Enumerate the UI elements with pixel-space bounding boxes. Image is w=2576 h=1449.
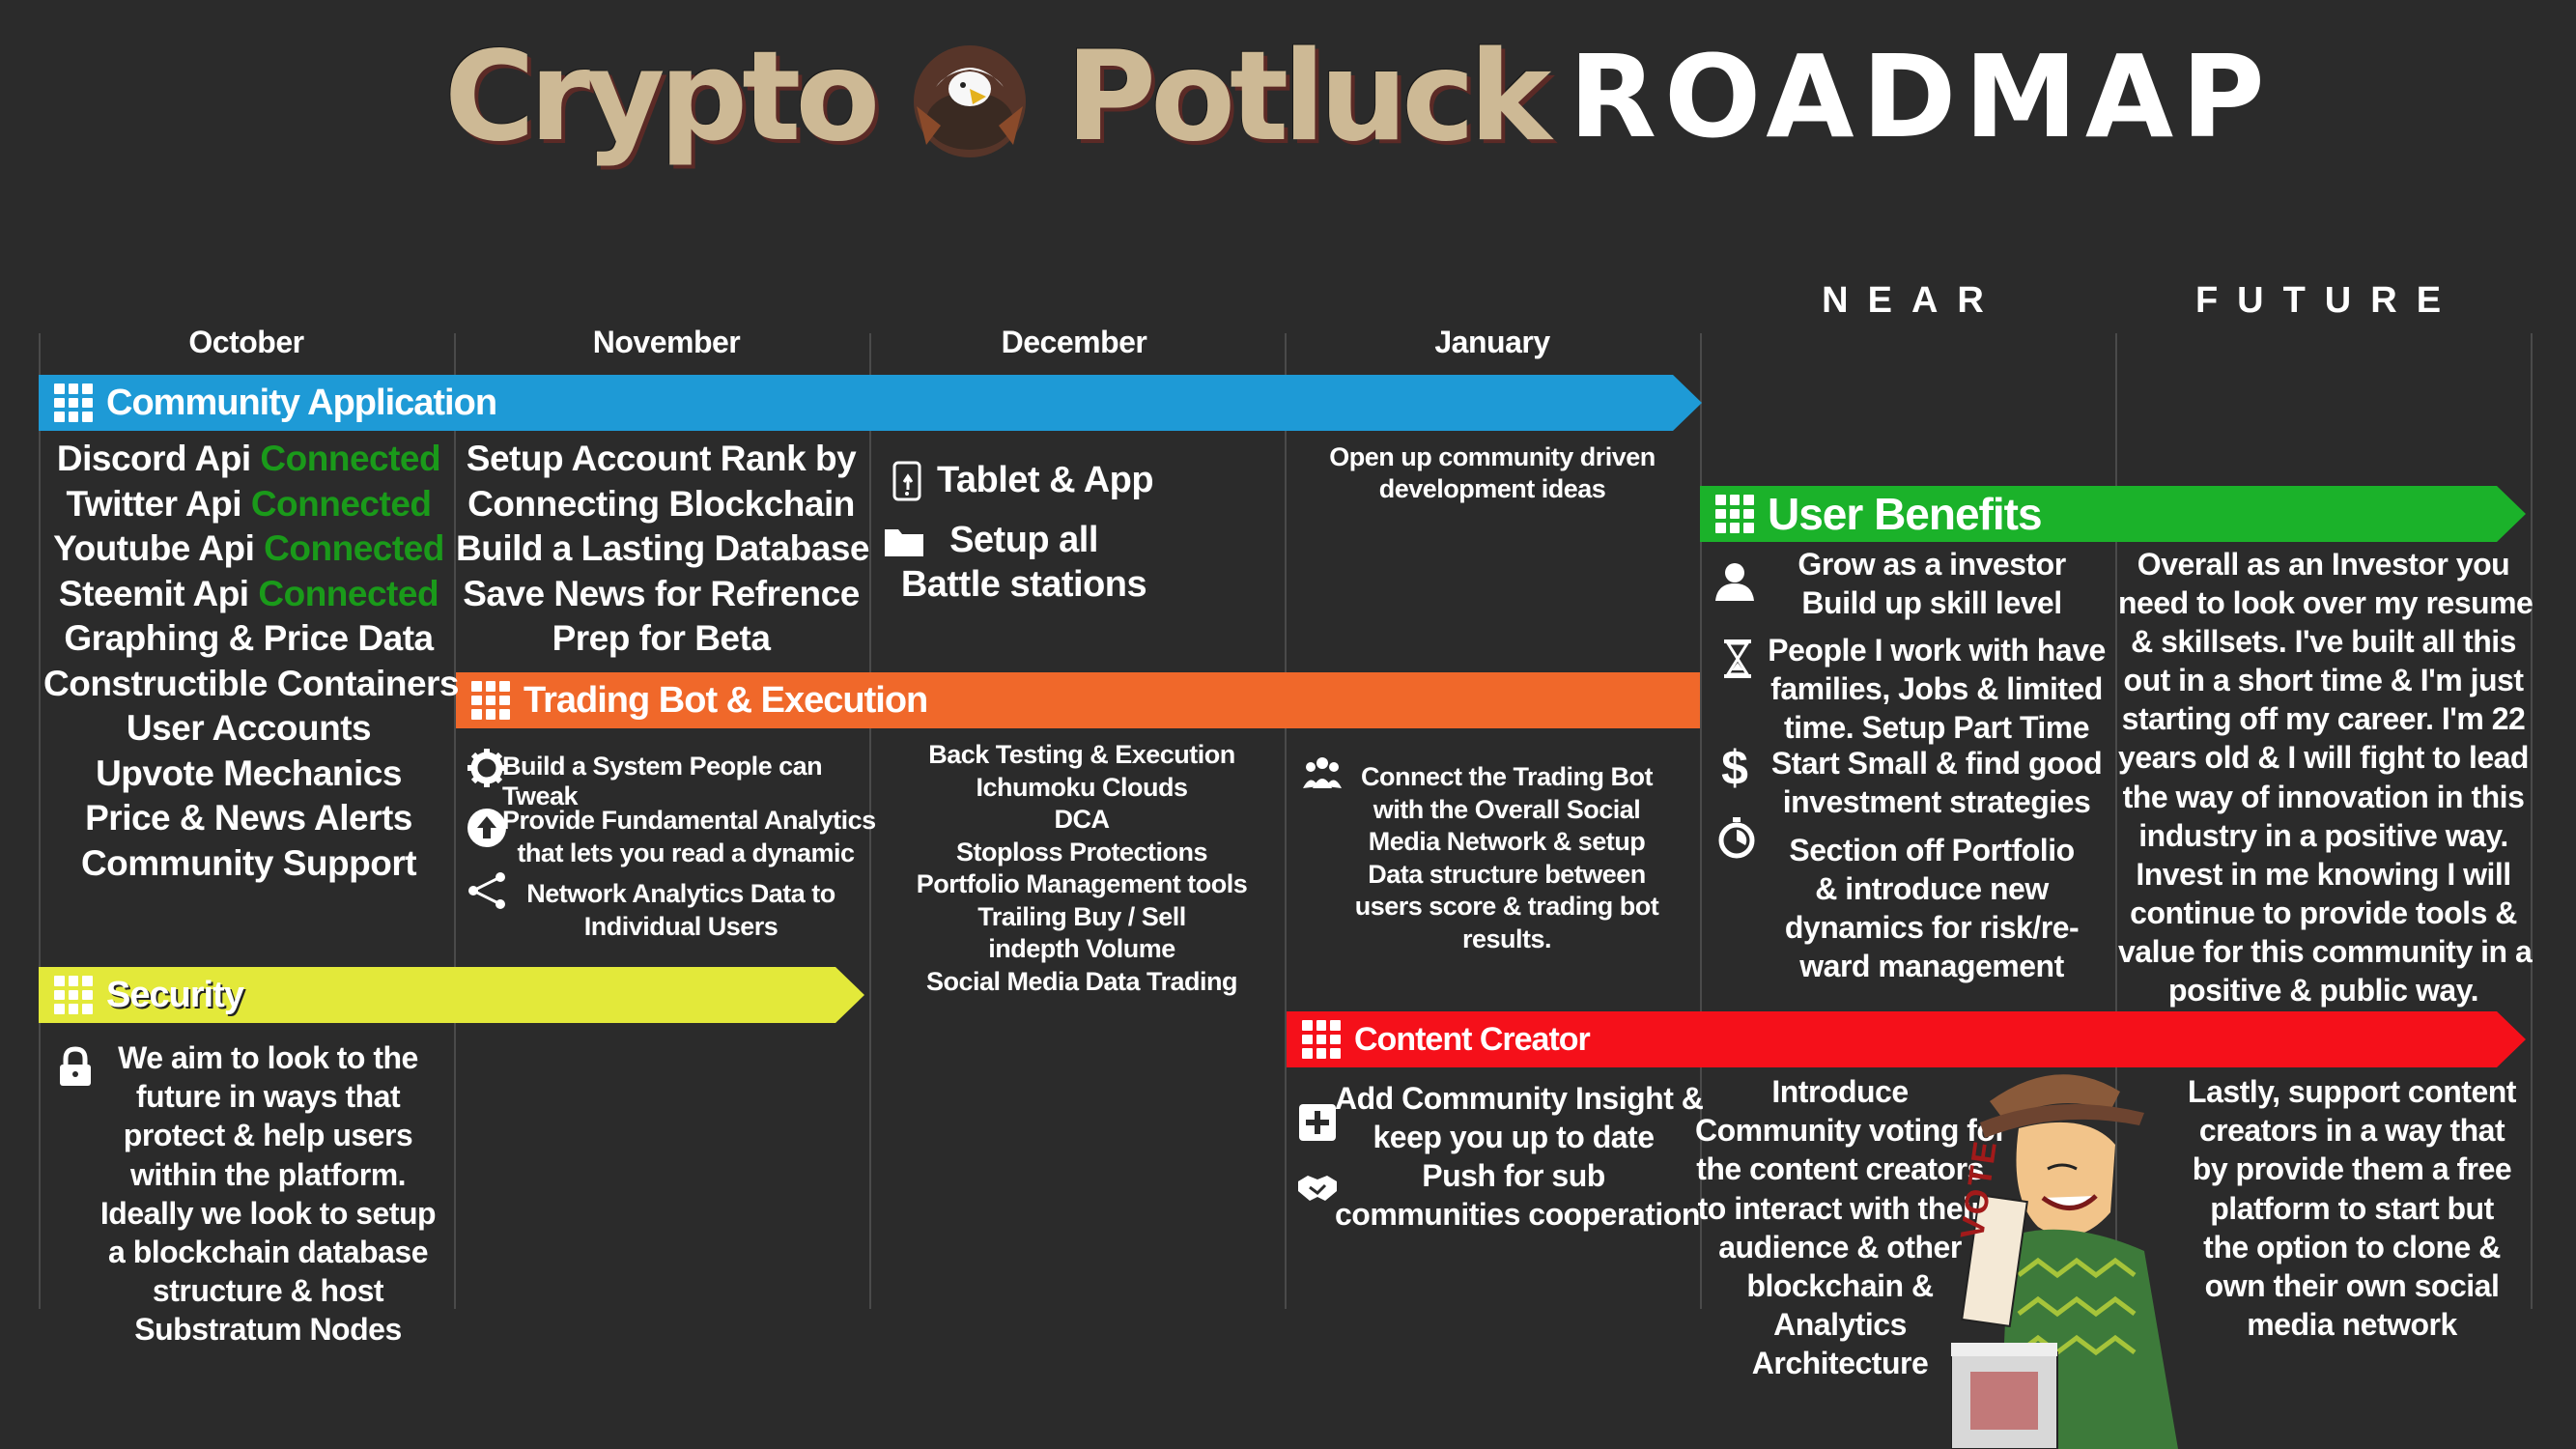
title-crypto: Crypto (444, 24, 880, 169)
trading-item: Network Analytics Data to Individual Use… (526, 879, 835, 941)
october-items: Discord Api Connected Twitter Api Connec… (43, 437, 460, 886)
grid-icon (471, 681, 510, 720)
benefit-item: People I work with have families, Jobs &… (1768, 633, 2106, 745)
grid-icon (1715, 495, 1754, 533)
stopwatch-icon (1718, 817, 1755, 859)
roadmap-title: Crypto Potluck ROADMAP (444, 25, 2273, 169)
grid-divider (2115, 333, 2117, 1309)
list-item: Back Testing & Execution (928, 740, 1235, 769)
banner-arrow-shape (456, 672, 1700, 728)
benefit-item: Grow as a investor Build up skill level (1798, 547, 2066, 620)
security-text: We aim to look to the future in ways tha… (99, 1040, 437, 1348)
banner-trading-bot: Trading Bot & Execution (456, 672, 1700, 728)
api-item: Youtube Api Connected (53, 528, 444, 568)
november-items: Setup Account Rank by Connecting Blockch… (456, 437, 870, 662)
content-creator-future: Lastly, support content creators in a wa… (2188, 1074, 2516, 1343)
vote-man-illustration (1951, 1074, 2178, 1449)
hourglass-icon (1724, 639, 1751, 678)
list-item: Social Media Data Trading (925, 966, 1238, 996)
banner-user-benefits: User Benefits (1700, 486, 2526, 542)
list-item: Prep for Beta (552, 618, 771, 658)
january-community: Open up community driven development ide… (1329, 442, 1656, 503)
label-near: NEAR (1822, 280, 2003, 321)
list-item: User Accounts (126, 708, 372, 748)
gear-icon (467, 749, 506, 787)
title-roadmap: ROADMAP (1569, 30, 2273, 163)
month-january: January (1434, 325, 1550, 359)
banner-arrow-shape (1287, 1011, 2526, 1067)
banner-label: Content Creator (1354, 1020, 1591, 1058)
month-october: October (188, 325, 304, 359)
lock-icon (60, 1046, 91, 1086)
december-setup: Setup all Battle stations (900, 520, 1147, 605)
folder-icon (885, 529, 923, 556)
title-potluck: Potluck (1065, 24, 1551, 169)
api-item: Steemit Api Connected (58, 573, 439, 613)
banner-content-creator: Content Creator (1287, 1011, 2526, 1067)
grid-divider (2531, 333, 2533, 1309)
list-item: Constructible Containers (43, 663, 460, 703)
grid-icon (1302, 1020, 1341, 1059)
december-tablet-app: Tablet & App (937, 460, 1154, 500)
plus-box-icon (1299, 1104, 1336, 1141)
banner-label: Security (106, 974, 244, 1015)
list-item: Stoploss Protections (955, 837, 1208, 867)
grid-divider (869, 333, 871, 1309)
trading-item: Build a System People can Tweak (502, 752, 823, 810)
banner-arrow-shape (1700, 486, 2526, 542)
handshake-icon (1298, 1176, 1337, 1201)
list-item: Build a Lasting Database (456, 528, 870, 568)
december-trading-list: Back Testing & Execution Ichumoku Clouds… (879, 739, 1285, 998)
api-item: Discord Api Connected (56, 439, 441, 478)
share-network-icon (468, 872, 505, 909)
banner-arrow-shape (39, 967, 864, 1023)
banner-label: User Benefits (1768, 489, 2043, 539)
grid-divider (39, 333, 41, 1309)
month-december: December (1001, 325, 1147, 359)
list-item: Setup Account Rank by (466, 439, 857, 478)
list-item: indepth Volume (988, 934, 1175, 963)
list-item: DCA (1054, 805, 1111, 834)
trading-item: Provide Fundamental Analytics that lets … (502, 806, 876, 867)
list-item: Upvote Mechanics (96, 753, 402, 793)
upload-circle-icon (467, 809, 506, 847)
eagle-logo-icon (914, 45, 1027, 157)
grid-divider (1285, 333, 1287, 1309)
future-text: Overall as an Investor you need to look … (2118, 547, 2534, 1009)
grid-icon (54, 384, 93, 422)
list-item: Save News for Refrence (463, 573, 860, 613)
content-creator-january: Add Community Insight & keep you up to d… (1335, 1081, 1704, 1232)
banner-security: Security (39, 967, 864, 1023)
benefit-item: Section off Portfolio & introduce new dy… (1784, 833, 2080, 983)
month-november: November (592, 325, 741, 359)
banner-community-application: Community Application (39, 375, 1702, 431)
tablet-icon (892, 461, 921, 501)
grid-icon (54, 976, 93, 1014)
list-item: Ichumoku Clouds (976, 772, 1188, 802)
grid-divider (1700, 333, 1702, 1309)
label-future: FUTURE (2194, 280, 2461, 321)
banner-label: Trading Bot & Execution (524, 679, 928, 721)
users-group-icon (1303, 757, 1342, 788)
content-creator-near: Introduce Community voting for the conte… (1695, 1074, 2007, 1381)
list-item: Portfolio Management tools (916, 869, 1248, 898)
dollar-icon: $ (1721, 741, 1748, 795)
user-icon (1715, 563, 1754, 601)
list-item: Connecting Blockchain (467, 483, 855, 524)
banner-arrow-shape (39, 375, 1702, 431)
list-item: Trailing Buy / Sell (977, 901, 1186, 931)
list-item: Graphing & Price Data (64, 618, 434, 658)
list-item: Price & News Alerts (85, 798, 412, 838)
january-trading: Connect the Trading Bot with the Overall… (1354, 762, 1659, 953)
api-item: Twitter Api Connected (66, 483, 432, 524)
benefit-item: Start Small & find good investment strat… (1770, 746, 2103, 819)
grid-divider (454, 333, 456, 1309)
list-item: Community Support (80, 842, 417, 883)
banner-label: Community Application (106, 382, 497, 423)
